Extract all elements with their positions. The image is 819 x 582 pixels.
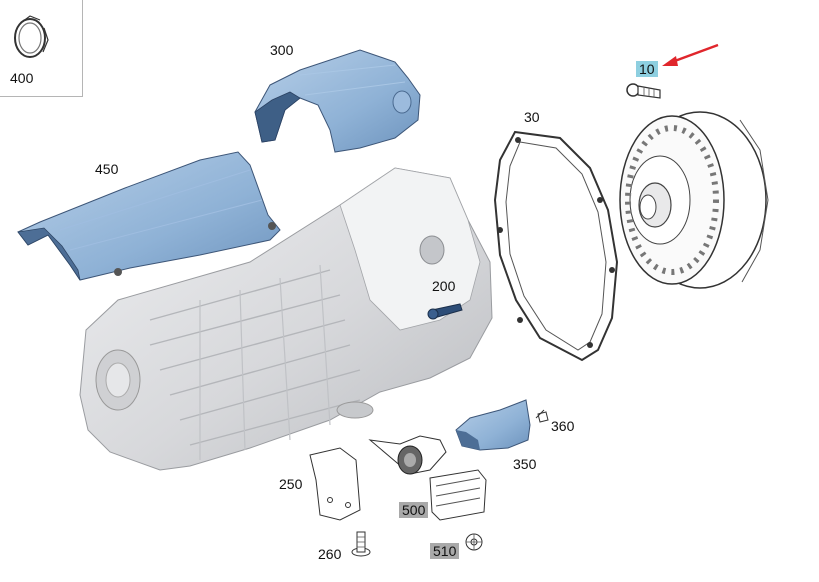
callout-10[interactable]: 10: [636, 61, 658, 77]
callout-400[interactable]: 400: [10, 70, 34, 86]
seal-ring-400: [14, 15, 49, 58]
screw-510: [465, 533, 483, 551]
callout-300[interactable]: 300: [270, 42, 294, 58]
plate-250: [309, 447, 361, 521]
callout-200[interactable]: 200: [432, 278, 456, 294]
screw-10: [626, 83, 661, 99]
heat-shield-450: [17, 151, 281, 281]
transmission-housing: [79, 167, 493, 471]
callout-260[interactable]: 260: [318, 546, 342, 562]
bolt-200: [427, 303, 463, 320]
bolt-260: [351, 531, 371, 557]
callout-510[interactable]: 510: [430, 543, 460, 559]
inset-frame: [0, 0, 83, 97]
cover-350: [455, 399, 531, 451]
callout-250[interactable]: 250: [279, 476, 303, 492]
control-actuator: [368, 435, 447, 475]
gasket-30: [493, 130, 619, 362]
callout-450[interactable]: 450: [95, 161, 119, 177]
callout-360[interactable]: 360: [551, 418, 575, 434]
callout-350[interactable]: 350: [513, 456, 537, 472]
callout-500[interactable]: 500: [399, 502, 429, 518]
torque-converter: [619, 111, 769, 289]
clip-360: [535, 409, 549, 423]
heat-shield-300: [254, 49, 421, 153]
pointer-arrow: [662, 43, 719, 66]
callout-30[interactable]: 30: [524, 109, 540, 125]
module-500: [429, 469, 487, 521]
